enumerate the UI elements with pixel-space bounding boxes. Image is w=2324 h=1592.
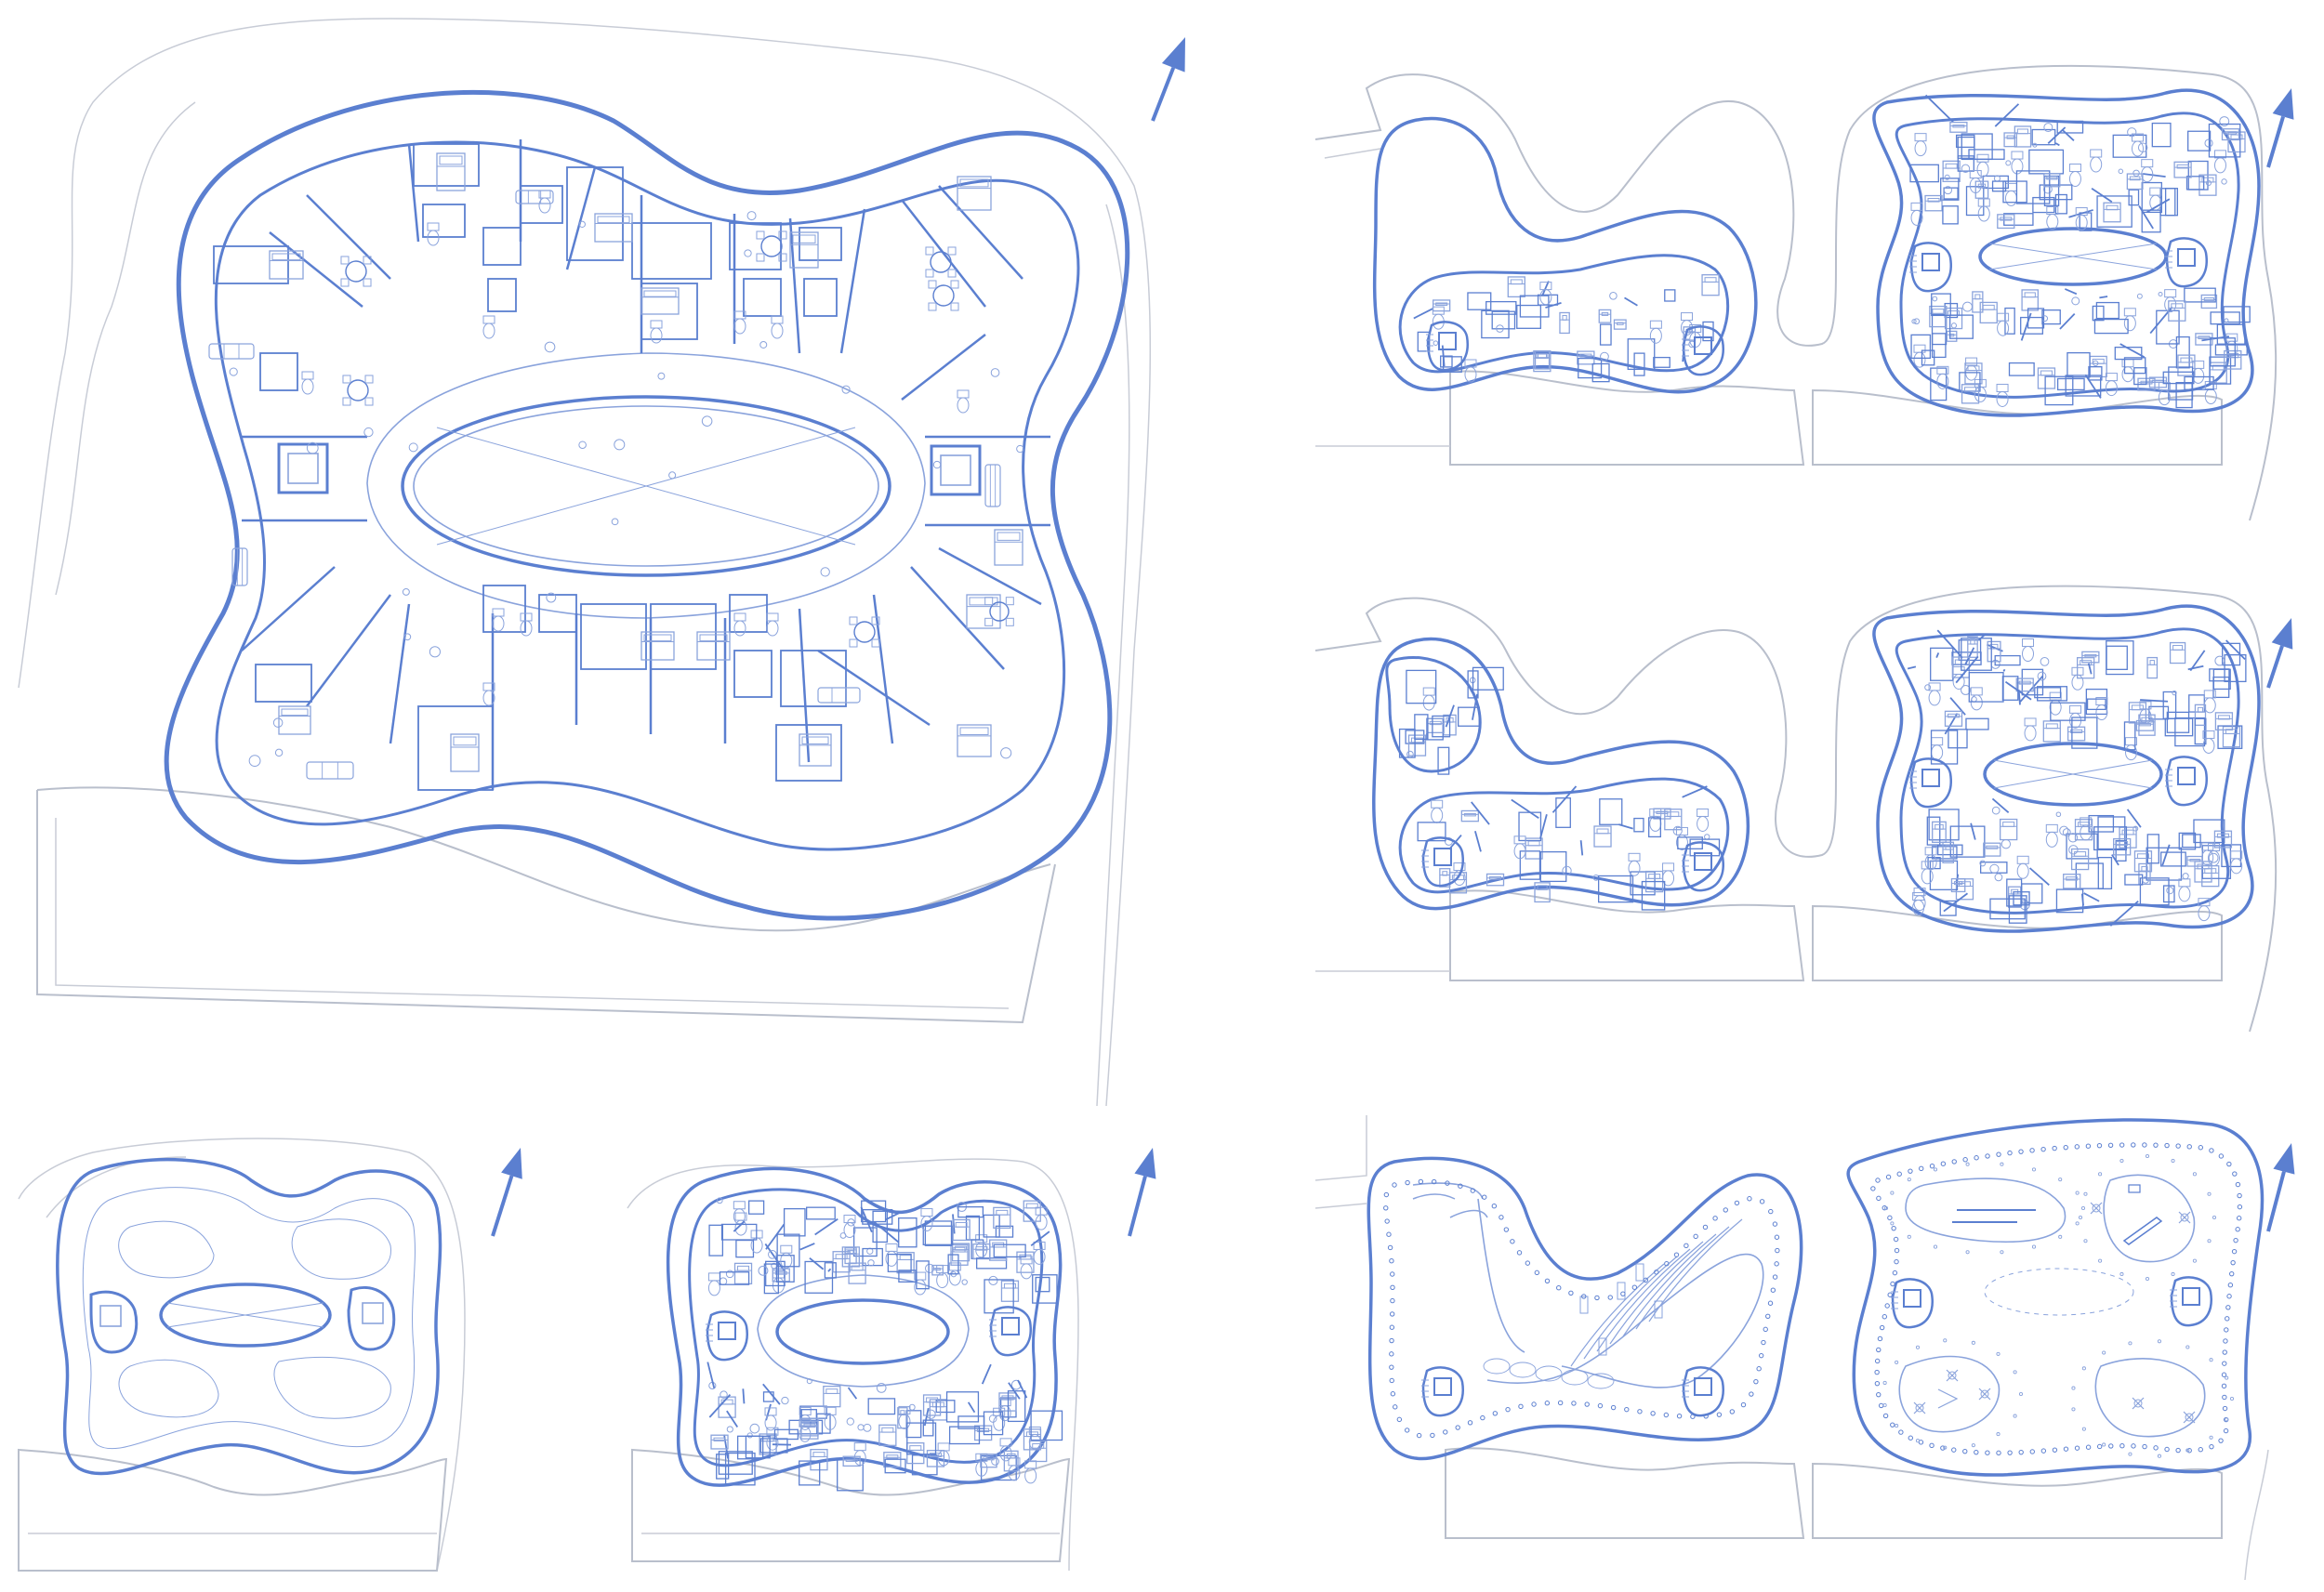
north-arrow-icon: [1128, 1148, 1156, 1237]
typical-floor-small-plan: [627, 1158, 1079, 1572]
upper-floor-plan-a: [1314, 64, 2278, 521]
north-arrow-icon: [2266, 618, 2293, 689]
upper-floor-plan-b: [1314, 585, 2278, 1033]
typical-floor-large-plan: [18, 18, 1152, 1107]
north-arrow-icon: [2266, 88, 2294, 168]
north-arrow-icon: [491, 1148, 522, 1237]
north-arrow-icon: [1151, 37, 1185, 122]
core-floor-small-plan: [18, 1138, 466, 1572]
north-arrow-icon: [2266, 1143, 2295, 1232]
ground-floor-plan: [1314, 1115, 2269, 1581]
